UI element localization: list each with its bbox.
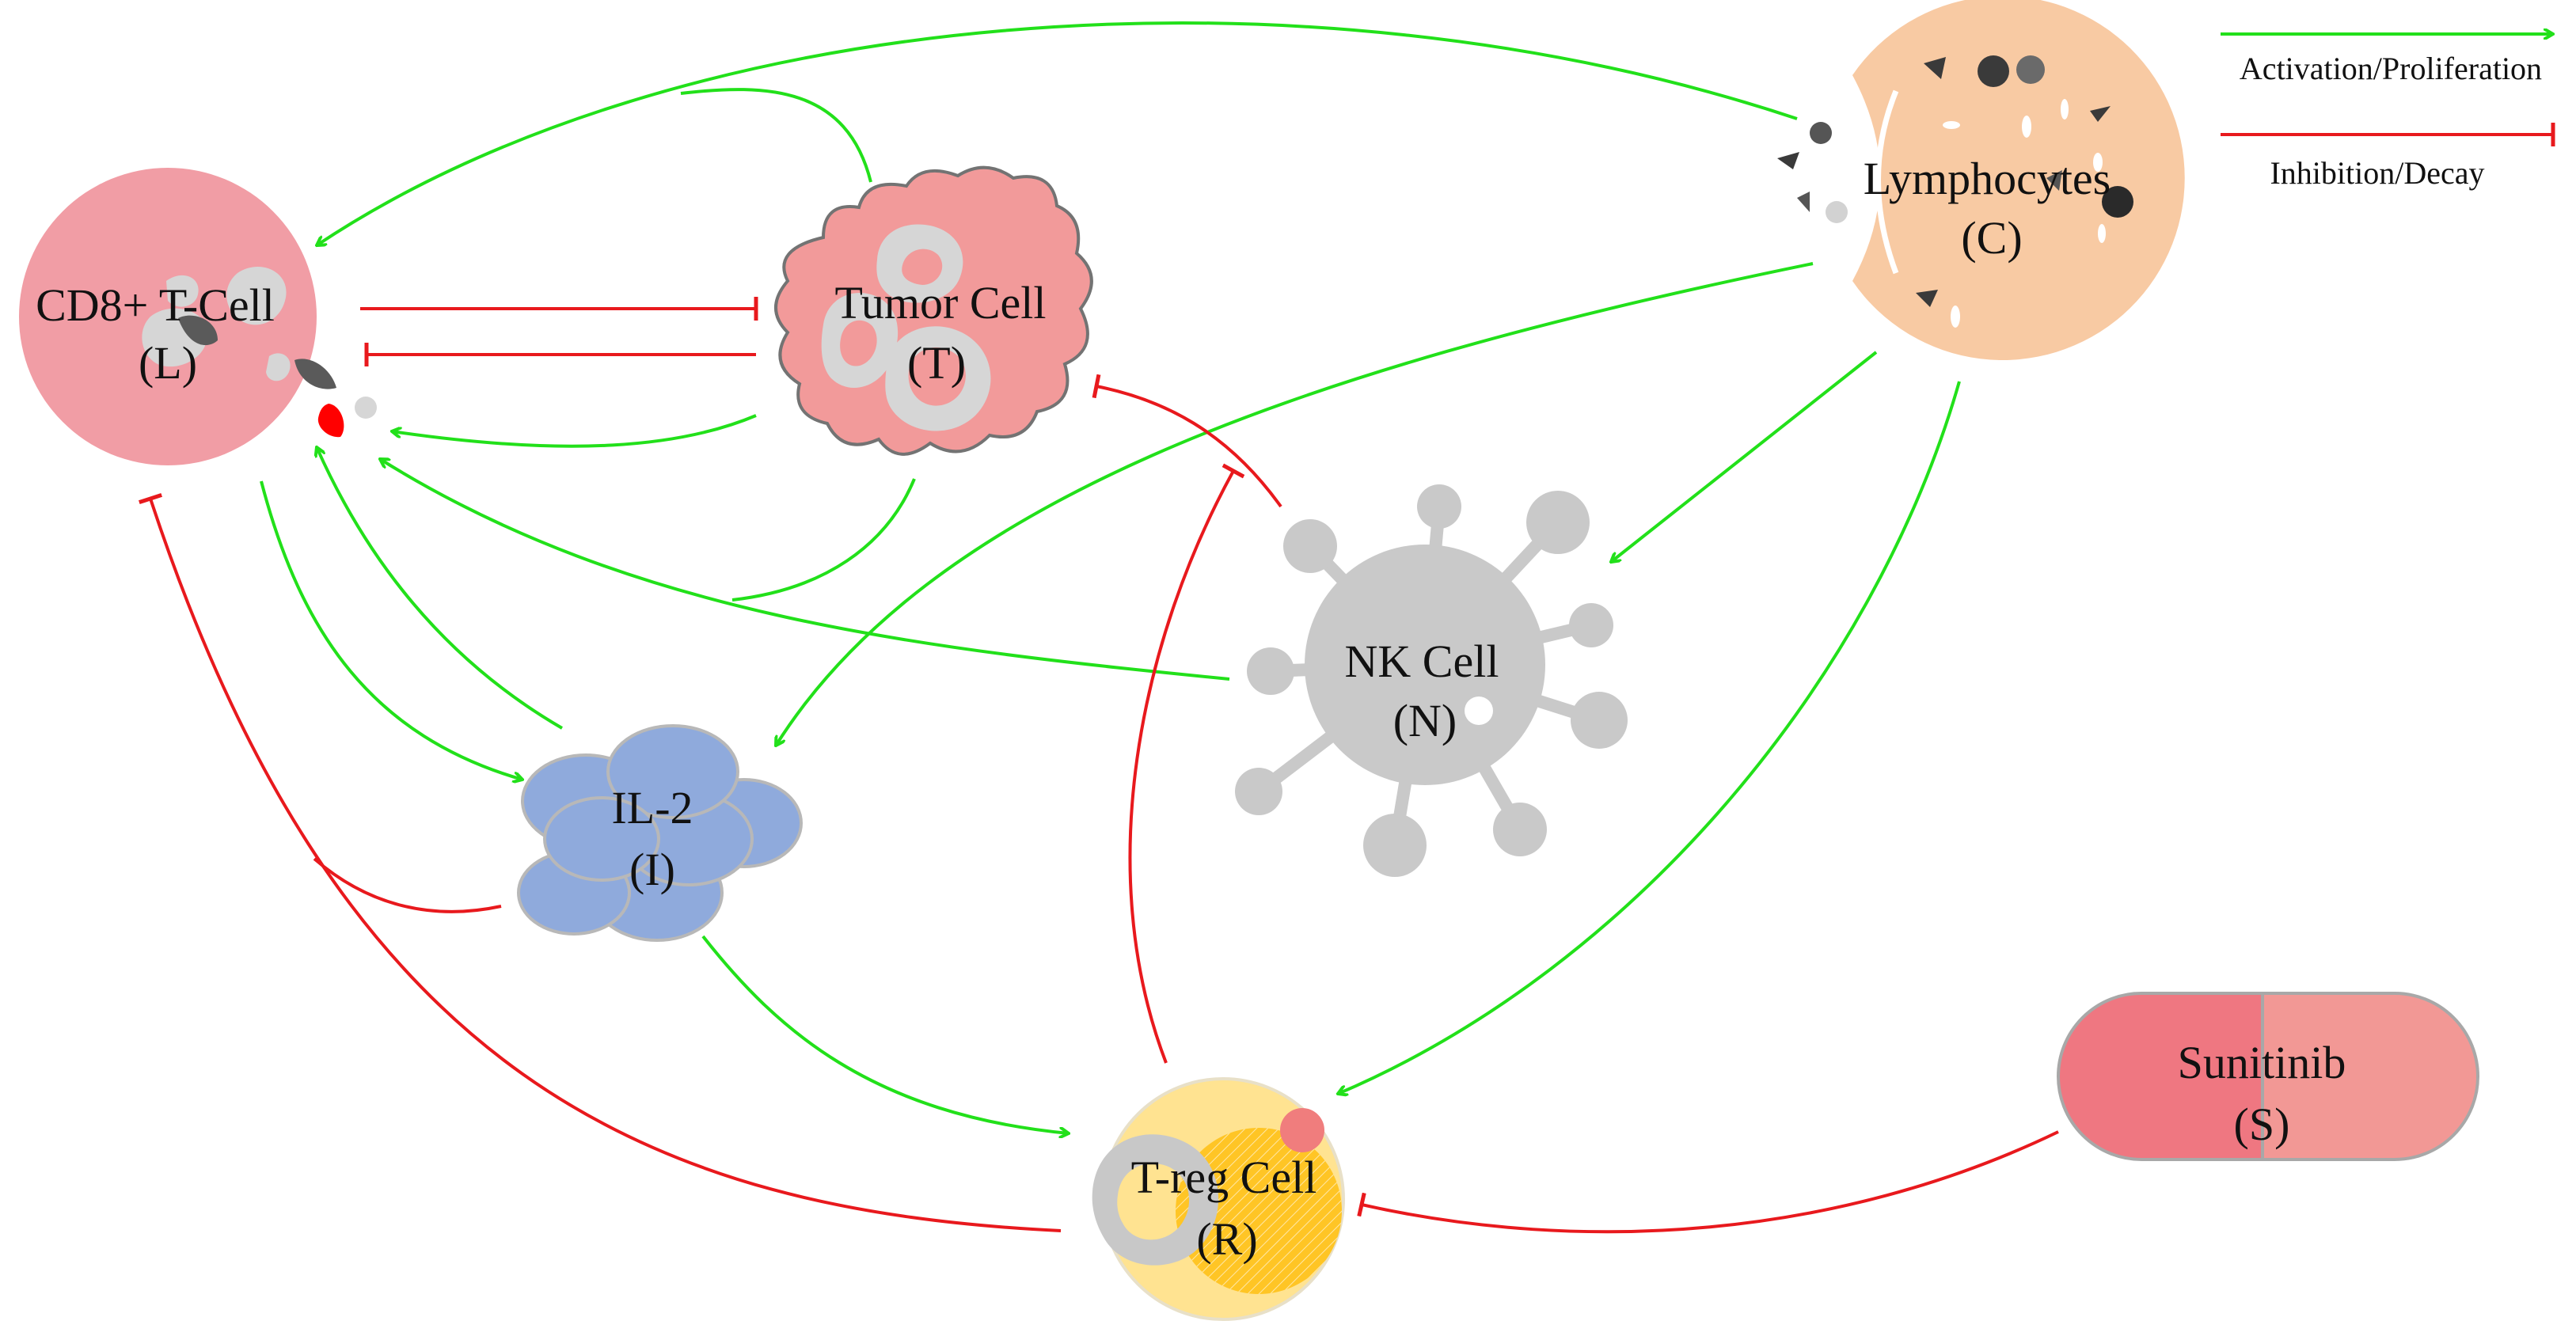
nk-cell-body	[1305, 545, 1545, 785]
tumor-nucleus	[821, 293, 899, 389]
cd8-vesicle	[166, 275, 199, 307]
tumor-symbol: (T)	[907, 337, 966, 389]
nk-symbol: (N)	[1393, 695, 1457, 746]
nk-spike-tip	[1569, 603, 1613, 647]
node-sunitinib: Sunitinib (S)	[2057, 992, 2479, 1161]
tumor-nucleus	[876, 224, 963, 303]
lymphocytes-released-granule	[1797, 192, 1810, 212]
legend-inhibition-label: Inhibition/Decay	[2270, 155, 2484, 191]
lymphocytes-vesicle	[2022, 116, 2031, 138]
edge-lymphocytes-to-il2	[776, 262, 1814, 746]
lymphocytes-released-granule	[1810, 122, 1832, 144]
cd8-label: CD8+ T-Cell	[36, 279, 275, 331]
il2-blob	[606, 724, 739, 819]
sunitinib-label: Sunitinib	[2178, 1037, 2346, 1088]
lymphocytes-granule	[2046, 170, 2062, 191]
edge-tumor-to-il2-connector	[731, 478, 916, 602]
treg-granule	[1280, 1108, 1324, 1152]
lymphocytes-label: Lymphocytes	[1864, 153, 2111, 204]
treg-symbol: (R)	[1196, 1213, 1257, 1265]
nk-spike-tip	[1493, 803, 1547, 856]
nk-spike-tip	[1283, 519, 1337, 573]
edge-sunitinib-inhibits-treg	[1357, 1130, 2059, 1234]
legend: Activation/Proliferation Inhibition/Deca…	[2221, 34, 2555, 191]
edge-il2-to-treg	[701, 935, 1069, 1133]
cd8-granule	[178, 315, 218, 346]
edge-il2-to-cd8	[317, 447, 564, 730]
cd8-vesicle	[266, 353, 291, 381]
edge-lymphocytes-to-nk	[1611, 351, 1878, 562]
node-nk-cell: NK Cell (N)	[1235, 484, 1628, 877]
edge-cd8-to-il2	[260, 480, 522, 780]
nk-vesicle	[1465, 696, 1493, 725]
cd8-vesicle	[226, 267, 287, 325]
edge-tumor-to-cd8-lower	[392, 414, 757, 448]
lymphocytes-granule	[2016, 55, 2045, 84]
treg-label: T-reg Cell	[1131, 1152, 1317, 1203]
il2-label: IL-2	[611, 782, 693, 833]
lymphocytes-granule	[2102, 186, 2133, 218]
lymphocytes-vesicle	[2093, 153, 2103, 172]
lymphocytes-released-granule	[1777, 152, 1799, 169]
nk-spike-tip	[1526, 491, 1590, 554]
edge-nk-inhibits-tumor	[1092, 374, 1282, 508]
node-tumor-cell: Tumor Cell (T)	[774, 165, 1093, 456]
node-cd8-t-cell: CD8+ T-Cell (L)	[19, 168, 377, 465]
lymphocytes-membrane-arc	[1875, 89, 1899, 275]
nk-spike-tip	[1235, 768, 1282, 815]
lymphocytes-vesicle	[2098, 224, 2106, 243]
sunitinib-capsule-left	[2058, 993, 2263, 1160]
tumor-nucleus	[885, 326, 991, 431]
tumor-label: Tumor Cell	[835, 277, 1047, 328]
treg-nucleus-hatch	[1176, 1128, 1342, 1294]
node-lymphocytes: Lymphocytes (C)	[1777, 0, 2185, 360]
lymphocytes-vesicle	[1951, 306, 1960, 328]
nk-spike-tip	[1247, 647, 1294, 695]
legend-activation-label: Activation/Proliferation	[2240, 51, 2542, 86]
lymphocytes-symbol: (C)	[1961, 212, 2022, 264]
treg-vesicle-ring	[1092, 1134, 1219, 1266]
sunitinib-symbol: (S)	[2234, 1099, 2290, 1150]
cd8-granule	[317, 404, 344, 438]
lymphocytes-vesicle	[2061, 99, 2069, 120]
edge-lymphocytes-to-treg	[1338, 381, 1961, 1094]
nk-spike-tip	[1417, 484, 1461, 529]
edge-il2-inhibits-cd8	[313, 857, 502, 913]
nk-label: NK Cell	[1345, 636, 1499, 687]
sunitinib-capsule-outline	[2057, 992, 2479, 1161]
lymphocytes-vesicle	[1943, 121, 1960, 129]
cd8-released-vesicle	[355, 397, 377, 419]
edge-lymphocytes-to-cd8	[317, 21, 1798, 245]
nk-spike-tip	[1571, 692, 1628, 749]
il2-symbol: (I)	[629, 844, 675, 895]
edge-treg-inhibits-tumor	[1128, 463, 1245, 1064]
nk-spike-tip	[1363, 814, 1427, 877]
edge-nk-to-cd8	[380, 459, 1230, 681]
sunitinib-capsule-right	[2263, 993, 2478, 1160]
edge-treg-inhibits-cd8	[138, 492, 1062, 1232]
lymphocytes-granule	[1924, 57, 1946, 79]
lymphocytes-released-granule	[1826, 201, 1848, 223]
cd8-symbol: (L)	[139, 337, 197, 389]
lymphocytes-granule	[2090, 106, 2111, 122]
cd8-granule	[294, 359, 336, 389]
node-il2: IL-2 (I)	[517, 724, 803, 942]
lymphocytes-cell-shape	[1852, 0, 2185, 360]
node-treg-cell: T-reg Cell (R)	[1092, 1077, 1345, 1321]
lymphocytes-granule	[1916, 290, 1938, 307]
edge-tumor-to-cd8-upper	[680, 88, 872, 183]
il2-blob	[543, 796, 660, 882]
lymphocytes-granule	[1978, 55, 2009, 87]
edges	[138, 21, 2059, 1234]
